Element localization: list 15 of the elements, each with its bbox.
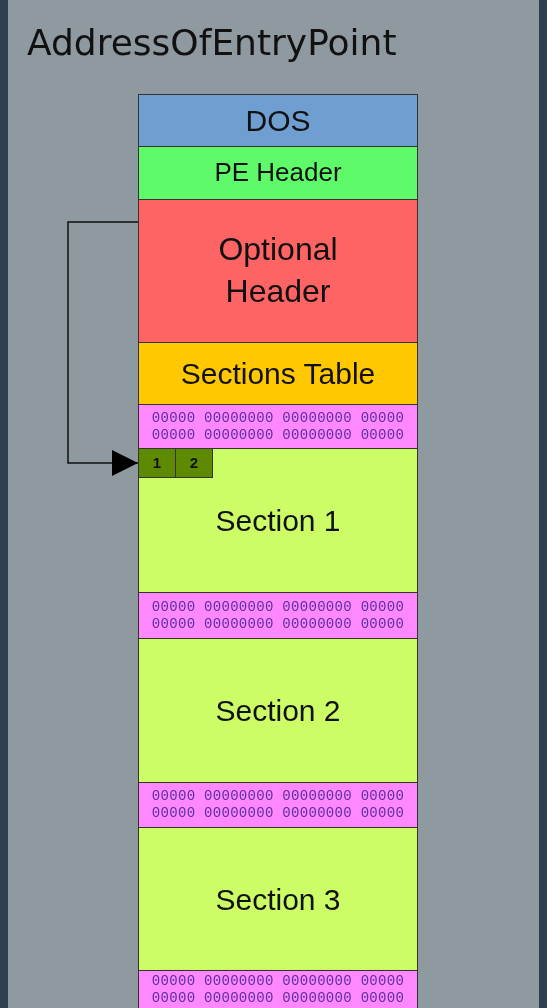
diagram-title: AddressOfEntryPoint [27, 22, 397, 63]
padding-block: 00000 00000000 00000000 00000 00000 00000000 00000000 00000 [138, 592, 418, 639]
memory-block: Sections Table [138, 342, 418, 405]
arrow [67, 221, 139, 476]
index-box: 2 [175, 448, 213, 478]
padding-block: 00000 00000000 00000000 00000 00000 00000000 00000000 00000 [138, 782, 418, 828]
index-box: 1 [138, 448, 176, 478]
padding-block: 00000 00000000 00000000 00000 00000 00000000 00000000 00000 [138, 970, 418, 1008]
memory-block: Section 3 [138, 827, 418, 971]
memory-block: Optional Header [138, 199, 418, 343]
padding-block: 00000 00000000 00000000 00000 00000 00000000 00000000 00000 [138, 404, 418, 449]
memory-block: PE Header [138, 146, 418, 200]
memory-block: DOS [138, 94, 418, 147]
memory-block: Section 1 1 2 [138, 448, 418, 593]
memory-block: Section 2 [138, 638, 418, 783]
